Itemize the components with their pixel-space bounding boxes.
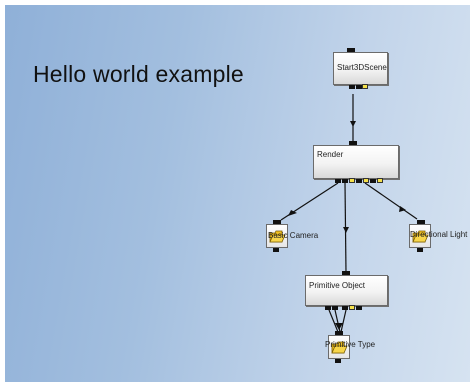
edge-primitive-type-1 bbox=[328, 309, 339, 333]
edge-render-camera-arrow bbox=[288, 210, 297, 216]
edge-primitive-type-3 bbox=[340, 309, 347, 333]
graph-canvas[interactable]: Hello world example Start3DScene bbox=[5, 5, 470, 382]
edge-render-light bbox=[364, 182, 418, 220]
primitive-type-label: Primitive Type bbox=[325, 340, 376, 349]
camera-node-output-port[interactable] bbox=[273, 248, 279, 252]
render-node-output-port-4[interactable] bbox=[370, 179, 376, 183]
folder-icon bbox=[412, 230, 429, 243]
edge-render-primitive-arrow bbox=[343, 227, 349, 233]
primitive-type-node[interactable] bbox=[328, 335, 350, 359]
primitive-object-output-port-1[interactable] bbox=[325, 306, 331, 310]
render-node-add-port-3[interactable] bbox=[377, 178, 383, 183]
light-node-output-port[interactable] bbox=[417, 248, 423, 252]
folder-icon bbox=[331, 341, 348, 354]
start-node-input-port[interactable] bbox=[347, 48, 355, 52]
edge-primitive-type-arrow bbox=[335, 323, 343, 330]
render-node-label: Render bbox=[317, 150, 344, 159]
connection-lines bbox=[280, 94, 418, 333]
light-node-label: Directional Light bbox=[410, 230, 468, 239]
primitive-type-output-port[interactable] bbox=[335, 359, 341, 363]
edge-start-render-arrow bbox=[350, 121, 356, 127]
render-node-add-port-1[interactable] bbox=[349, 178, 355, 183]
render-node-output-port-1[interactable] bbox=[335, 179, 341, 183]
light-node-input-port[interactable] bbox=[417, 220, 425, 224]
edge-render-light-arrow bbox=[399, 206, 406, 212]
light-node[interactable] bbox=[409, 224, 431, 248]
primitive-type-input-port[interactable] bbox=[335, 331, 343, 335]
camera-node-input-port[interactable] bbox=[273, 220, 281, 224]
canvas-title: Hello world example bbox=[33, 61, 244, 87]
camera-node-label: Basic Camera bbox=[268, 231, 319, 240]
primitive-object-node[interactable]: Primitive Object bbox=[305, 275, 388, 306]
start-node-output-port-2[interactable] bbox=[356, 85, 362, 89]
start-node-output-port[interactable] bbox=[349, 85, 355, 89]
primitive-object-output-port-3[interactable] bbox=[342, 306, 348, 310]
render-node[interactable]: Render bbox=[313, 145, 399, 179]
render-node-input-port[interactable] bbox=[349, 141, 357, 145]
folder-icon bbox=[269, 230, 286, 243]
primitive-object-add-port[interactable] bbox=[349, 305, 355, 310]
primitive-object-input-port[interactable] bbox=[342, 271, 350, 275]
start-node-add-port[interactable] bbox=[362, 84, 368, 89]
render-node-output-port-2[interactable] bbox=[342, 179, 348, 183]
primitive-object-output-port-4[interactable] bbox=[356, 306, 362, 310]
start-node[interactable]: Start3DScene bbox=[333, 52, 388, 85]
camera-node[interactable] bbox=[266, 224, 288, 248]
render-node-output-port-3[interactable] bbox=[356, 179, 362, 183]
render-node-add-port-2[interactable] bbox=[363, 178, 369, 183]
primitive-object-output-port-2[interactable] bbox=[332, 306, 338, 310]
primitive-object-label: Primitive Object bbox=[309, 281, 366, 290]
start-node-label: Start3DScene bbox=[337, 63, 387, 72]
